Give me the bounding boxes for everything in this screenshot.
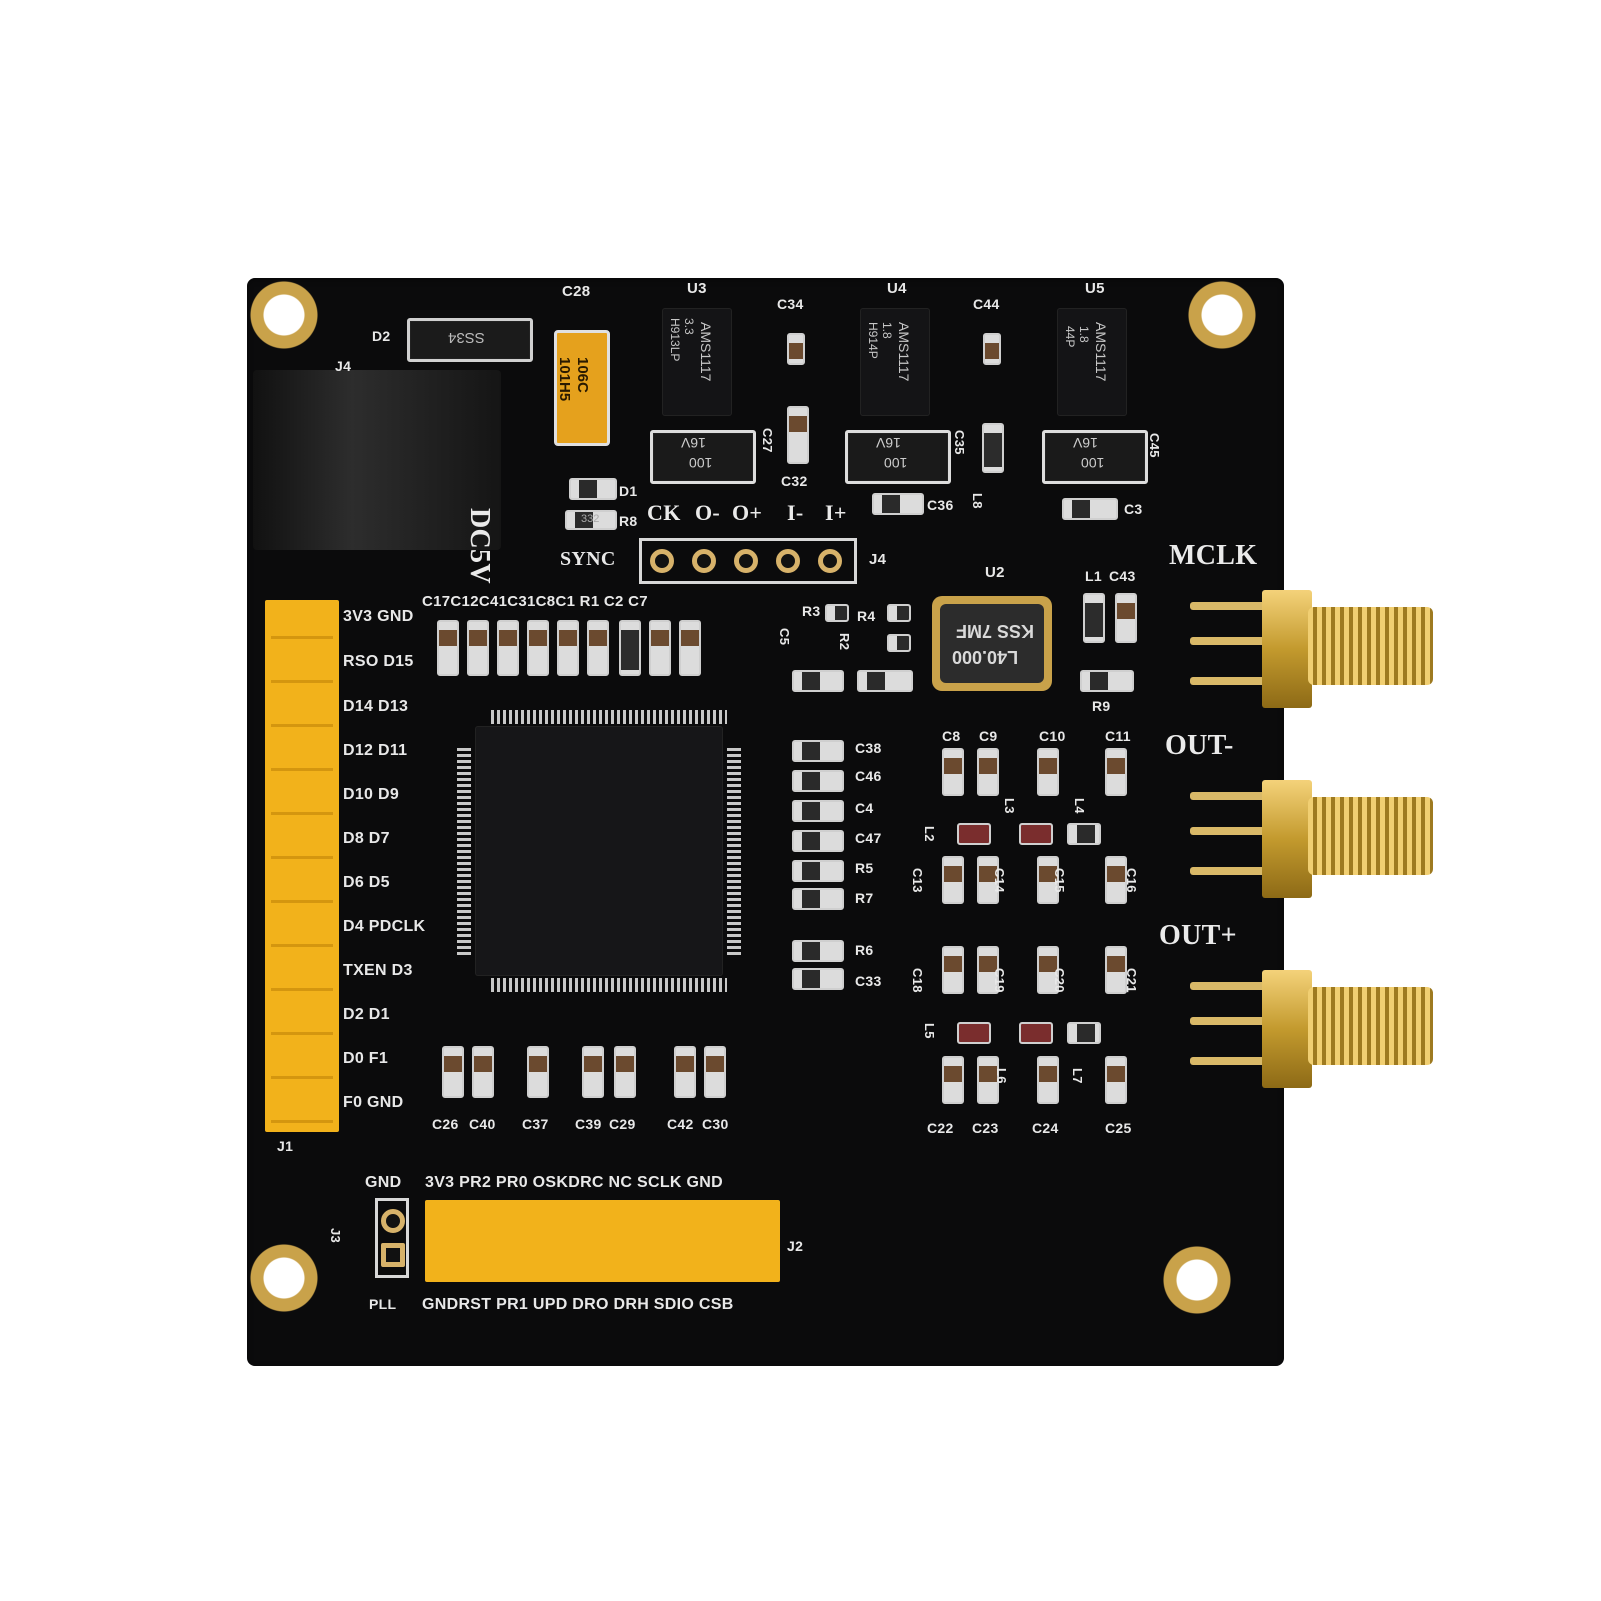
cap-row	[437, 620, 707, 680]
j1-pin-header[interactable]	[265, 600, 339, 1132]
c34-ref: C34	[777, 296, 804, 312]
c5-ref: C5	[777, 628, 792, 646]
diode-d2: SS34	[407, 318, 533, 362]
cap-c34	[787, 333, 805, 365]
ic-pins-right	[727, 748, 741, 958]
dc5v-label: DC5V	[464, 508, 495, 584]
cap-c43	[1115, 593, 1137, 643]
c3-ref: C3	[1124, 501, 1143, 517]
sync-pin-ck: CK	[647, 500, 681, 525]
u4-ref: U4	[887, 280, 907, 297]
out-minus-label: OUT-	[1165, 730, 1234, 761]
c44-ref: C44	[973, 296, 1000, 312]
cap-row-labels: C17C12C41C31C8C1 R1 C2 C7	[422, 593, 648, 610]
cap-c3	[1062, 498, 1118, 520]
c35-ref: C35	[952, 430, 967, 455]
bottom-cap-row	[442, 1046, 726, 1106]
cap-c36	[872, 493, 924, 515]
dc-power-jack	[253, 370, 501, 550]
pcb-board: J4 DC5V D2 SS34 D1 R8 332 C28 106C 101H5…	[247, 278, 1284, 1366]
j1-ref: J1	[277, 1138, 294, 1154]
resistor-515	[857, 670, 913, 692]
j3-header[interactable]	[375, 1198, 409, 1278]
mounting-hole-bottom-left	[249, 1243, 319, 1313]
tantalum-capacitor: 106C 101H5	[554, 330, 610, 446]
filter-network-top	[937, 748, 1142, 908]
l1-ref: L1	[1085, 568, 1102, 584]
u2-ref: U2	[985, 564, 1005, 581]
j2-ref: J2	[787, 1238, 804, 1254]
sync-pin-o-plus: O+	[732, 500, 763, 525]
c43-ref: C43	[1109, 568, 1136, 584]
sync-pin-o-minus: O-	[695, 500, 721, 525]
sync-pin-i-plus: I+	[825, 500, 847, 525]
c28-ref: C28	[562, 283, 591, 300]
resistor-r8: 332	[565, 510, 617, 530]
sync-pin-i-minus: I-	[787, 500, 804, 525]
mclk-label: MCLK	[1169, 540, 1258, 571]
diode-d2-ref: D2	[372, 328, 391, 344]
regulator-u3: AMS1117 3.3 H913LP	[662, 308, 732, 416]
sync-label: SYNC	[560, 548, 616, 570]
resistor-r4	[887, 604, 911, 622]
sma-out-plus-connector[interactable]	[1190, 965, 1440, 1095]
inductor-l8	[982, 423, 1004, 473]
mounting-hole-top-right	[1187, 280, 1257, 350]
jack-ref: J4	[335, 358, 352, 374]
cap-c5	[792, 670, 844, 692]
resistor-r8-ref: R8	[619, 513, 638, 529]
j3-top-label: GND	[365, 1174, 402, 1191]
crystal-oscillator: KSS 7MF L40.000	[932, 596, 1052, 691]
regulator-u5: AMS1117 1.8 44P	[1057, 308, 1127, 416]
u3-ref: U3	[687, 280, 707, 297]
r4-ref: R4	[857, 608, 876, 624]
led-d1	[569, 478, 617, 500]
right-parts-column	[792, 740, 852, 1000]
cap-c44	[983, 333, 1001, 365]
cap-c32	[787, 406, 809, 464]
j2-bottom-labels: GNDRST PR1 UPD DRO DRH SDIO CSB	[422, 1296, 734, 1313]
electrolytic-cap-1: 16V 100	[650, 430, 756, 484]
ic-pins-top	[491, 710, 727, 724]
j2-top-labels: 3V3 PR2 PR0 OSKDRC NC SCLK GND	[425, 1174, 723, 1191]
ic-pins-bottom	[491, 978, 727, 992]
filter-network-bottom	[937, 946, 1142, 1111]
j3-bottom-label: PLL	[369, 1296, 397, 1312]
u5-ref: U5	[1085, 280, 1105, 297]
sma-out-minus-connector[interactable]	[1190, 775, 1440, 905]
resistor-r9	[1080, 670, 1134, 692]
led-d1-ref: D1	[619, 483, 638, 499]
r2-ref: R2	[837, 633, 852, 651]
j3-ref: J3	[328, 1228, 343, 1244]
sync-header[interactable]	[639, 538, 857, 584]
diode-mark: SS34	[448, 329, 485, 346]
electrolytic-cap-3: 16V 100	[1042, 430, 1148, 484]
regulator-u4: AMS1117 1.8 H914P	[860, 308, 930, 416]
mounting-hole-bottom-right	[1162, 1245, 1232, 1315]
j2-pin-header[interactable]	[425, 1200, 780, 1282]
dds-chip	[475, 726, 723, 976]
c27-ref: C27	[760, 428, 775, 453]
mounting-hole-top-left	[249, 280, 319, 350]
inductor-l1	[1083, 593, 1105, 643]
r9-ref: R9	[1092, 698, 1111, 714]
l8-ref: L8	[970, 493, 985, 509]
electrolytic-cap-2: 16V 100	[845, 430, 951, 484]
c36-ref: C36	[927, 497, 954, 513]
ic-pins-left	[457, 748, 471, 958]
c32-ref: C32	[781, 473, 808, 489]
resistor-r2	[887, 634, 911, 652]
c45-ref: C45	[1147, 433, 1162, 458]
sync-header-ref: J4	[869, 551, 887, 568]
sma-mclk-connector[interactable]	[1190, 585, 1440, 715]
r3-ref: R3	[802, 603, 821, 619]
resistor-r3	[825, 604, 849, 622]
out-plus-label: OUT+	[1159, 920, 1237, 951]
